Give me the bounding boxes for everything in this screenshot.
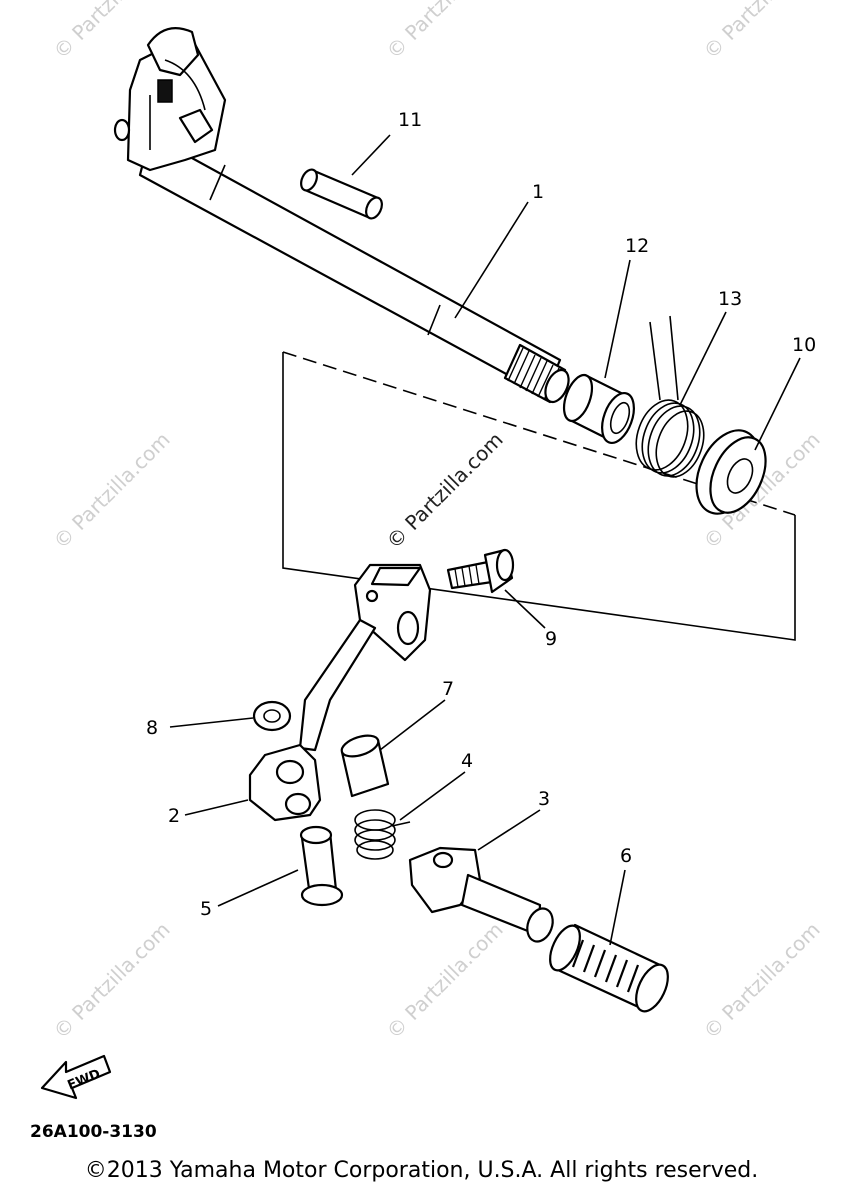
fwd-arrow-icon: FWD <box>40 1054 112 1100</box>
part-12-collar <box>562 373 635 444</box>
callout-13: 13 <box>718 288 742 310</box>
watermark-top-center: © Partzilla.com <box>382 0 508 64</box>
callout-6: 6 <box>620 845 632 867</box>
callout-7: 7 <box>442 678 454 700</box>
watermark-mid-left: © Partzilla.com <box>49 427 175 553</box>
callout-9: 9 <box>545 628 557 650</box>
part-2-shift-pedal <box>248 563 432 822</box>
part-7-collar <box>340 734 390 798</box>
part-3-pedal <box>408 846 554 943</box>
part-5-pivot-bolt <box>299 825 344 907</box>
part-8-washer <box>252 700 292 732</box>
callout-12: 12 <box>625 235 649 257</box>
part-9-bolt <box>446 548 515 594</box>
callout-3: 3 <box>538 788 550 810</box>
callout-2: 2 <box>168 805 180 827</box>
diagram-code: 26A100-3130 <box>30 1122 157 1142</box>
watermark-low-right: © Partzilla.com <box>699 917 825 1043</box>
callout-10: 10 <box>792 334 816 356</box>
part-11-pin <box>300 168 383 220</box>
watermark-low-left: © Partzilla.com <box>49 917 175 1043</box>
callout-11: 11 <box>398 109 422 131</box>
callout-4: 4 <box>461 750 473 772</box>
watermark-mid-center: © Partzilla.com <box>382 427 508 553</box>
part-13-torsion-spring <box>635 315 705 478</box>
part-10-oil-seal <box>695 429 767 515</box>
part-4-spring <box>354 809 411 860</box>
callout-5: 5 <box>200 898 212 920</box>
callout-1: 1 <box>532 181 544 203</box>
leader-lines <box>169 134 801 946</box>
callout-8: 8 <box>146 717 158 739</box>
part-6-pedal-rubber <box>549 923 669 1013</box>
callout-numbers: 11 1 12 13 10 9 7 8 4 3 2 6 5 <box>146 109 816 920</box>
copyright-notice: ©2013 Yamaha Motor Corporation, U.S.A. A… <box>84 1158 759 1183</box>
part-1-shift-shaft <box>113 27 570 404</box>
watermark-top-right: © Partzilla.com <box>699 0 825 64</box>
watermark-low-center: © Partzilla.com <box>382 917 508 1043</box>
